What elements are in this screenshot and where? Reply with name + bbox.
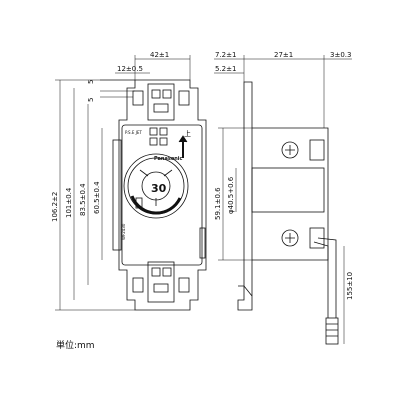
top-terminal-block <box>147 83 175 121</box>
dim-side-depth-b: 27±1 <box>274 51 293 59</box>
ground-slot <box>135 197 143 209</box>
dim-side-depth-c: 3±0.3 <box>330 51 351 59</box>
blade-slots <box>139 169 173 206</box>
front-dimension-lines <box>55 55 191 311</box>
dim-top-small-2: 5 <box>87 98 95 102</box>
side-view <box>237 81 339 345</box>
brand-logo-text: Panasonic <box>154 156 183 162</box>
side-dimension-lines <box>214 55 352 344</box>
left-side-tab <box>112 139 122 251</box>
model-marks: WF2430 <box>121 223 126 240</box>
unit-label: 単位:mm <box>56 339 95 351</box>
front-view <box>112 79 207 311</box>
side-foot <box>238 285 253 297</box>
receptacle-face-outer <box>123 153 189 219</box>
top-ear-right <box>178 90 190 106</box>
side-mounting-plate <box>237 81 253 311</box>
dim-side-depth-a: 7.2±1 <box>215 51 236 59</box>
bottom-screw-left <box>151 267 161 277</box>
certification-marks: P.S.E JET <box>125 130 142 135</box>
bottom-ear-left <box>132 277 144 293</box>
terminal-pin <box>149 137 158 146</box>
lead-wire-bands <box>326 323 338 337</box>
terminal-pin <box>159 137 168 146</box>
top-screw-right <box>162 89 172 99</box>
receptacle-body <box>121 124 203 266</box>
dim-top-small: 5 <box>87 80 95 84</box>
top-terminal-slot <box>153 103 169 113</box>
dim-overall-height: 106.2±2 <box>51 192 59 222</box>
terminal-pin <box>159 127 168 136</box>
bottom-screw-right <box>162 267 172 277</box>
receptacle-rating-label: 30 <box>151 182 167 195</box>
side-screw-bottom <box>281 229 299 247</box>
side-screw-top <box>281 141 299 159</box>
side-body-recess <box>251 167 325 213</box>
dim-side-small: 5.2±1 <box>215 65 236 73</box>
bottom-ear-right <box>178 277 190 293</box>
up-label: 上 <box>184 129 191 138</box>
side-body <box>252 127 329 261</box>
dim-height-83: 83.5±0.4 <box>79 183 87 216</box>
mounting-plate-outline <box>118 79 207 311</box>
dim-height-101: 101±0.4 <box>65 187 73 218</box>
dim-lead-length: 155±10 <box>346 272 354 300</box>
top-screw-left <box>151 89 161 99</box>
side-screw-top-cross <box>285 145 295 155</box>
terminal-pin <box>149 127 158 136</box>
up-arrow-head <box>178 135 188 143</box>
lead-wire-end <box>325 317 339 345</box>
dim-bore-diameter: φ40.5+0.6 <box>227 176 235 214</box>
right-side-tab <box>199 227 206 259</box>
dim-front-width: 42±1 <box>150 51 169 59</box>
bottom-terminal-slot <box>153 283 169 293</box>
dim-side-height: 59.1±0.6 <box>214 187 222 220</box>
dim-height-60: 60.5±0.4 <box>93 181 101 214</box>
lead-wire-outer <box>317 237 337 318</box>
top-ear-left <box>132 90 144 106</box>
locking-arc <box>130 195 182 215</box>
bottom-terminal-block <box>147 261 175 303</box>
side-clamp-bottom <box>309 227 325 249</box>
lead-wire-inner <box>313 241 329 318</box>
side-clamp-top <box>309 139 325 161</box>
side-screw-bottom-cross <box>285 233 295 243</box>
dim-screw-pitch: 12±0.5 <box>117 65 143 73</box>
